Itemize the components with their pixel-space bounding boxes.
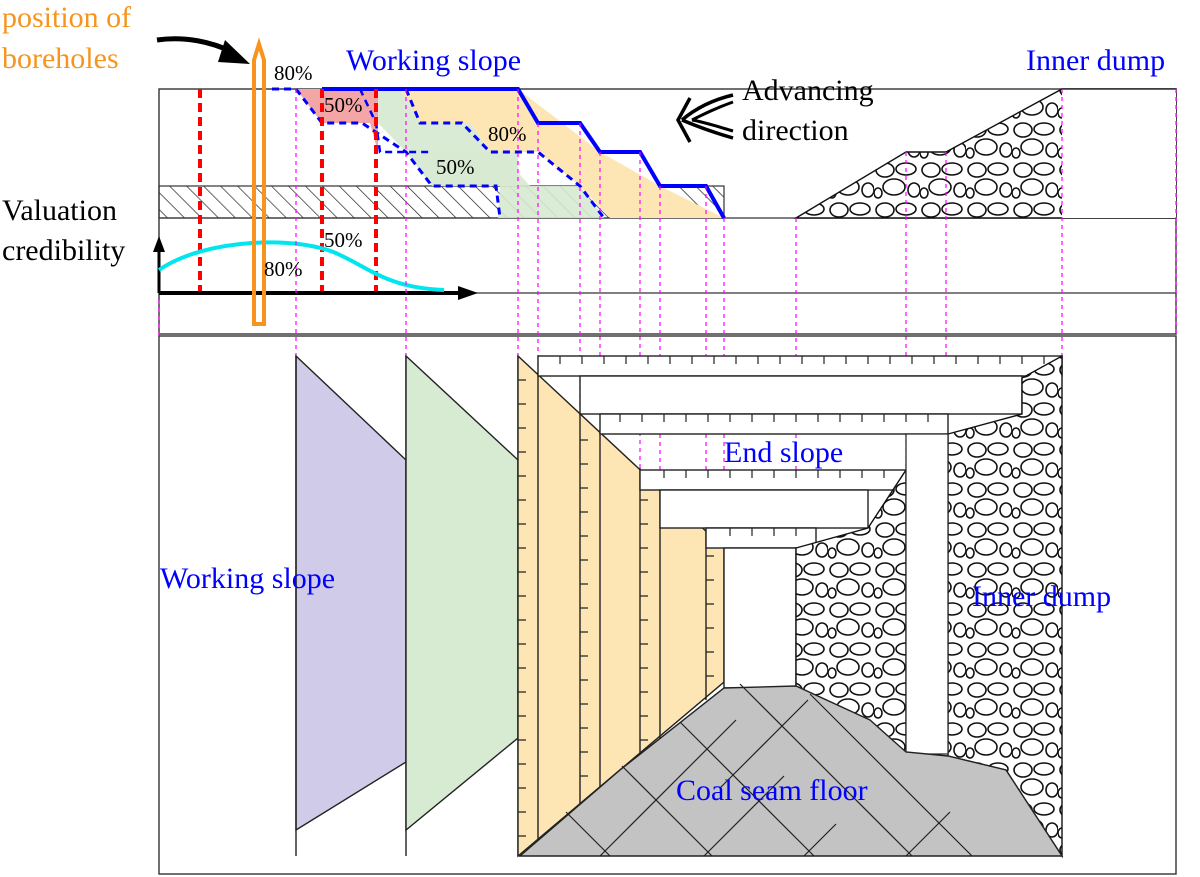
inner-dump-top-label: Inner dump xyxy=(1026,44,1165,77)
advancing-direction-label-2: direction xyxy=(742,114,849,147)
working-slope-top-label: Working slope xyxy=(346,44,521,77)
borehole-marker xyxy=(252,37,266,326)
bottom-section xyxy=(158,335,1177,875)
valuation-credibility-label-2: credibility xyxy=(2,234,125,267)
credibility-50-line xyxy=(404,88,606,219)
credibility-80-line xyxy=(272,87,502,219)
dump-gap xyxy=(905,433,949,755)
pit-bottom xyxy=(723,547,797,689)
axis-arrow-icon xyxy=(458,286,478,300)
coal-seam-floor xyxy=(518,685,1064,857)
pct-50-curve-label: 50% xyxy=(324,228,363,252)
pct-80-curve-label: 80% xyxy=(264,257,303,281)
bottom-frame xyxy=(158,335,1177,875)
credibility-curve xyxy=(157,240,445,292)
advancing-arrow-icon xyxy=(676,93,734,143)
curved-arrow-icon xyxy=(156,36,234,55)
curved-arrow-head xyxy=(218,40,250,64)
borehole-position-label-2: boreholes xyxy=(2,42,119,75)
end-slope-label: End slope xyxy=(724,436,843,469)
coal-seam-floor-label: Coal seam floor xyxy=(676,774,868,807)
pct-50-a-label: 50% xyxy=(324,93,363,117)
valuation-credibility-label-1: Valuation xyxy=(2,194,117,227)
floor-grid xyxy=(565,683,973,857)
inner-dump-bottom-label: Inner dump xyxy=(972,580,1111,613)
pct-50-b-label: 50% xyxy=(436,155,475,179)
pct-80-b-label: 80% xyxy=(488,122,527,146)
bench-orange xyxy=(400,89,724,218)
borehole-position-label-1: position of xyxy=(2,1,131,34)
bench-green-lower xyxy=(430,152,604,218)
pct-80-top-label: 80% xyxy=(274,61,313,85)
working-slope-bottom-label: Working slope xyxy=(160,562,335,595)
bench-ticks xyxy=(518,356,1045,837)
advancing-direction-label-1: Advancing xyxy=(742,74,874,107)
green-panel xyxy=(405,354,519,832)
bench-pink xyxy=(296,89,378,152)
axis-arrow-icon-up xyxy=(153,236,165,252)
